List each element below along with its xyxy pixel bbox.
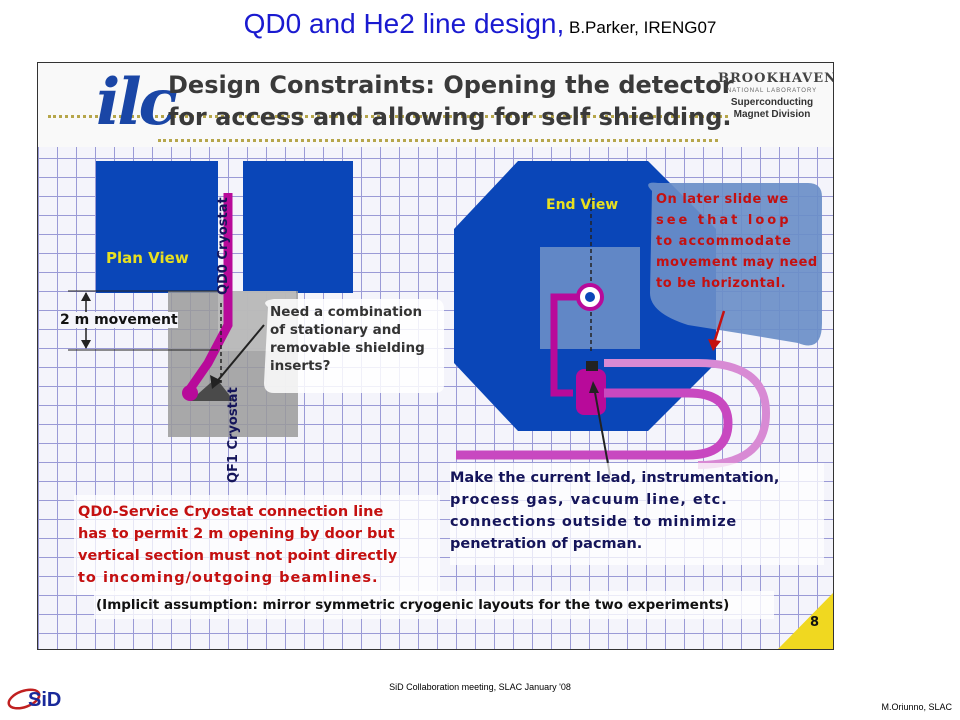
qf1-cryostat bbox=[190, 378, 234, 401]
brookhaven-lab: NATIONAL LABORATORY bbox=[726, 88, 818, 94]
slide-header: ilc Design Constraints: Opening the dete… bbox=[38, 63, 833, 147]
lead-note-arrowhead bbox=[589, 381, 599, 393]
later-note-line-4: movement may need bbox=[656, 255, 818, 270]
page-number: 8 bbox=[810, 615, 820, 630]
brookhaven-logo: BROOKHAVEN NATIONAL LABORATORY Supercond… bbox=[718, 71, 834, 121]
division-line-1: Superconducting bbox=[730, 97, 814, 108]
page-corner bbox=[778, 593, 833, 649]
footer-presenter: M.Oriunno, SLAC bbox=[881, 702, 952, 712]
later-note-line-3: to accommodate bbox=[656, 234, 792, 249]
plan-view-left-block bbox=[96, 161, 218, 293]
ilc-logo: ilc bbox=[96, 65, 178, 140]
lead-note-arrow bbox=[593, 386, 611, 476]
title-main: QD0 and He2 line design, bbox=[243, 8, 565, 39]
slide-title: QD0 and He2 line design, B.Parker, IRENG… bbox=[0, 8, 960, 40]
beam-pipe-core bbox=[585, 292, 595, 302]
later-note-line-2: see that loop bbox=[656, 213, 792, 228]
cryostat-cap bbox=[586, 361, 598, 371]
shielding-arrow bbox=[213, 324, 265, 386]
shielding-note-line-3: removable shielding bbox=[270, 340, 425, 356]
movement-arrow-down bbox=[81, 340, 91, 349]
slide-heading: Design Constraints: Opening the detector… bbox=[168, 69, 734, 133]
red-note-line-3: vertical section must not point directly bbox=[78, 548, 398, 564]
shielding-bubble bbox=[264, 299, 444, 393]
plan-view-label: Plan View bbox=[106, 249, 189, 267]
later-note-bubble bbox=[648, 182, 822, 346]
assumption-note: (Implicit assumption: mirror symmetric c… bbox=[96, 597, 730, 613]
lead-note-line-1: Make the current lead, instrumentation, bbox=[450, 470, 780, 486]
shielding-note-line-1: Need a combination bbox=[270, 304, 423, 320]
header-dotted-line-2 bbox=[158, 139, 718, 142]
end-view-service-line bbox=[550, 293, 578, 397]
title-author: B.Parker, IRENG07 bbox=[564, 18, 717, 37]
red-note-line-1: QD0-Service Cryostat connection line bbox=[78, 504, 384, 520]
embedded-slide: ilc Design Constraints: Opening the dete… bbox=[37, 62, 834, 650]
sid-logo-text: SiD bbox=[28, 689, 61, 711]
shielding-note-line-2: of stationary and bbox=[270, 322, 402, 338]
footer-meeting: SiD Collaboration meeting, SLAC January … bbox=[389, 682, 571, 692]
sid-logo: SiD bbox=[6, 684, 76, 719]
later-note-arrowhead bbox=[708, 339, 721, 351]
movement-label: 2 m movement bbox=[60, 312, 178, 328]
shielding-note: Need a combination of stationary and rem… bbox=[270, 303, 425, 375]
diagram-graphics bbox=[68, 161, 833, 649]
later-note-arrow bbox=[712, 310, 726, 344]
later-note-line-5: to be horizontal. bbox=[656, 276, 787, 291]
lead-note-line-4: penetration of pacman. bbox=[450, 536, 643, 552]
shielding-note-line-4: inserts? bbox=[270, 358, 331, 374]
later-note-line-1: On later slide we bbox=[656, 192, 789, 207]
plan-view-right-block bbox=[243, 161, 353, 293]
qf1-cryostat-label: QF1 Cryostat bbox=[226, 387, 241, 483]
sid-logo-mark: SiD bbox=[7, 688, 61, 711]
heading-line-1: Design Constraints: Opening the detector bbox=[168, 71, 734, 99]
service-loop-outer bbox=[456, 388, 733, 460]
shielding-arrowhead bbox=[210, 375, 222, 389]
header-dotted-line bbox=[48, 115, 728, 118]
lead-note-box bbox=[450, 463, 824, 565]
red-note-line-4: to incoming/outgoing beamlines. bbox=[78, 570, 379, 586]
later-note: On later slide we see that loop to accom… bbox=[656, 189, 818, 294]
heading-line-2: for access and allowing for self shieldi… bbox=[168, 103, 732, 131]
red-note-box bbox=[74, 495, 440, 595]
lead-note: Make the current lead, instrumentation, … bbox=[450, 467, 779, 555]
movement-arrow-up bbox=[81, 292, 91, 301]
assumption-box bbox=[94, 591, 774, 619]
end-view-label: End View bbox=[546, 197, 619, 213]
brookhaven-name: BROOKHAVEN bbox=[718, 71, 834, 86]
qd0-end-dot bbox=[182, 385, 198, 401]
qd0-cryostat-label: QD0 Cryostat bbox=[216, 197, 231, 295]
red-note-line-2: has to permit 2 m opening by door but bbox=[78, 526, 395, 542]
lead-note-line-2: process gas, vacuum line, etc. bbox=[450, 492, 728, 508]
service-loop-inner bbox=[604, 359, 771, 469]
lead-note-line-3: connections outside to minimize bbox=[450, 514, 737, 530]
division-line-2: Magnet Division bbox=[733, 109, 811, 120]
red-note: QD0-Service Cryostat connection line has… bbox=[78, 501, 397, 589]
qd0-service-line bbox=[186, 193, 233, 392]
